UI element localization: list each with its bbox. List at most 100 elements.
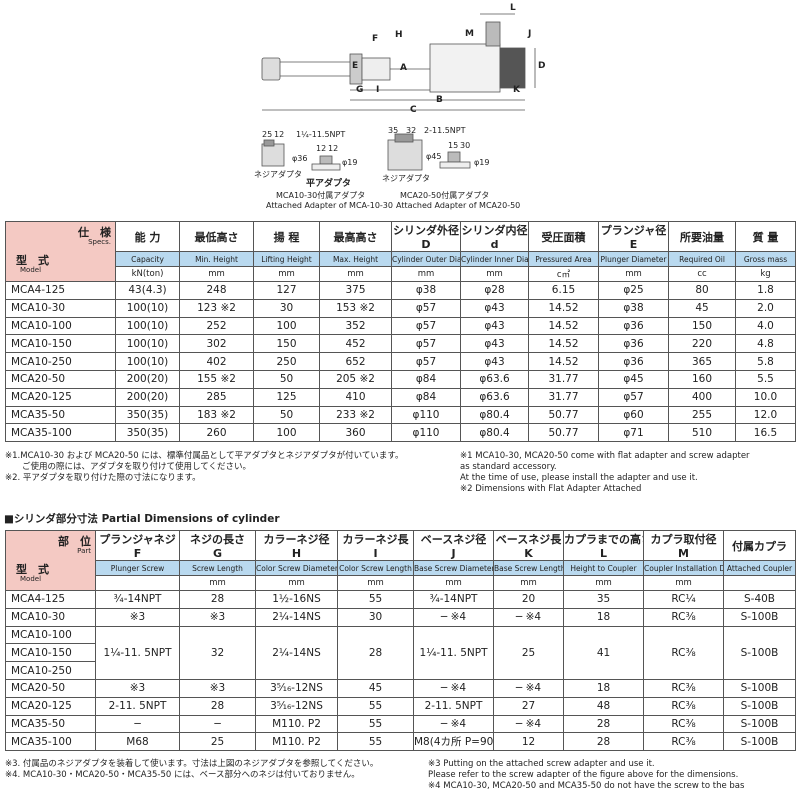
value-cell: φ63.6 xyxy=(460,369,529,389)
column-header-jp-text: 揚 程 xyxy=(273,230,300,244)
value-cell: 4.8 xyxy=(735,334,796,354)
corner-spec-en: Specs. xyxy=(88,238,111,246)
model-cell: MCA10-30 xyxy=(5,607,96,627)
value-cell: 27 xyxy=(493,696,564,716)
value-cell: φ43 xyxy=(460,316,529,336)
model-cell: MCA35-50 xyxy=(5,405,116,425)
note-en-line: ※1 MCA10-30, MCA20-50 come with flat ada… xyxy=(460,451,750,461)
column-header-jp-text: カラーネジ径 xyxy=(263,533,330,546)
column-header-unit: mm xyxy=(179,575,256,591)
value-cell: 252 xyxy=(179,316,254,336)
column-header-jp-text: プランジャ径 xyxy=(600,224,667,237)
value-cell: 80 xyxy=(668,281,736,300)
value-cell: ─ xyxy=(179,714,256,734)
column-header-en: Plunger Diameter xyxy=(598,251,669,267)
column-header-jp-text: ネジの長さ xyxy=(190,533,245,546)
adapter-left-dim-3: 1¼-11.5NPT xyxy=(296,130,346,139)
value-cell: 25 xyxy=(493,625,564,680)
dim-label-B: B xyxy=(436,95,443,105)
value-cell: φ43 xyxy=(460,334,529,354)
value-cell: 2-11. 5NPT xyxy=(95,696,180,716)
value-cell: S-100B xyxy=(723,625,796,680)
column-header-jp-text: 付属カプラ xyxy=(732,539,787,553)
column-header-letter: F xyxy=(133,547,142,560)
value-cell: 302 xyxy=(179,334,254,354)
column-header-en: Required Oil xyxy=(668,251,736,267)
adapter-left-dim-4: 12 xyxy=(316,144,327,153)
dim-label-C: C xyxy=(410,105,417,115)
column-header-jp: 最低高さ xyxy=(179,221,254,252)
value-cell: 200(20) xyxy=(115,369,180,389)
column-header-unit: kN(ton) xyxy=(115,266,180,282)
value-cell: 28 xyxy=(563,732,644,752)
corner-model-en: Model xyxy=(20,266,42,274)
value-cell: 375 xyxy=(319,281,392,300)
value-cell: 350(35) xyxy=(115,405,180,425)
column-header-unit: mm xyxy=(598,266,669,282)
value-cell: φ57 xyxy=(391,298,461,318)
value-cell: 255 xyxy=(668,405,736,425)
value-cell: 50.77 xyxy=(528,405,599,425)
value-cell: 365 xyxy=(668,352,736,371)
note-jp-line: ※4. MCA10-30・MCA20-50・MCA35-50 には、ベース部分へ… xyxy=(5,770,360,780)
value-cell: 28 xyxy=(337,625,414,680)
column-header-en: Coupler Installation Diameter xyxy=(643,560,724,576)
column-header-jp-text: ベースネジ径 xyxy=(420,533,487,546)
value-cell: 14.52 xyxy=(528,352,599,371)
adapter-left-dim-7: φ19 xyxy=(342,158,358,167)
corner-spec-jp: 仕 様 xyxy=(78,226,111,239)
table-row: MCA10-250 xyxy=(5,661,796,680)
adapter-left-dim-1: 25 xyxy=(262,130,273,139)
column-header-jp: 最高高さ xyxy=(319,221,392,252)
value-cell: S-100B xyxy=(723,696,796,716)
adapter-right-dim-1: 35 xyxy=(388,126,399,135)
adapter-left-dim-5: 12 xyxy=(328,144,339,153)
flat-adapter-label: 平アダプタ xyxy=(306,179,352,189)
corner-model-jp: 型 式 xyxy=(16,563,49,576)
value-cell: 410 xyxy=(319,387,392,407)
value-cell: ※3 xyxy=(179,607,256,627)
column-header-unit: mm xyxy=(319,266,392,282)
column-header-unit: mm xyxy=(179,266,254,282)
value-cell: 31.77 xyxy=(528,387,599,407)
model-cell: MCA35-50 xyxy=(5,714,96,734)
value-cell: RC⅜ xyxy=(643,696,724,716)
value-cell: 6.15 xyxy=(528,281,599,300)
column-header-letter: G xyxy=(212,547,223,560)
model-cell: MCA20-50 xyxy=(5,678,96,698)
value-cell: 32 xyxy=(179,625,256,680)
value-cell: 153 ※2 xyxy=(319,298,392,318)
value-cell: φ84 xyxy=(391,369,461,389)
value-cell: 50.77 xyxy=(528,423,599,443)
column-header-jp-text: 受圧面積 xyxy=(541,230,586,244)
value-cell: φ36 xyxy=(598,352,669,371)
corner-spec-jp: 部 位 xyxy=(58,535,91,548)
column-header-unit: kg xyxy=(735,266,796,282)
column-header-unit: c㎡ xyxy=(528,266,599,282)
value-cell: 30 xyxy=(337,607,414,627)
value-cell: φ57 xyxy=(391,334,461,354)
dim-label-J: J xyxy=(528,29,532,39)
notes-1-en: ※1 MCA10-30, MCA20-50 come with flat ada… xyxy=(460,451,750,495)
value-cell: 45 xyxy=(668,298,736,318)
column-header-jp-text: プランジャネジ xyxy=(99,533,176,546)
note-en-line: ※2 Dimensions with Flat Adapter Attached xyxy=(460,484,642,494)
notes-2-jp: ※3. 付属品のネジアダプタを装着して使います。寸法は上図のネジアダプタを参照し… xyxy=(5,759,378,781)
column-header-unit: mm xyxy=(391,266,461,282)
value-cell: 2¼-14NS xyxy=(255,607,338,627)
adapter-right-dim-5: 30 xyxy=(460,141,471,150)
value-cell: 14.52 xyxy=(528,316,599,336)
note-jp-line: ※2. 平アダプタを取り付けた際の寸法になります。 xyxy=(5,473,201,483)
column-header-jp: 質 量 xyxy=(735,221,796,252)
value-cell: 25 xyxy=(179,732,256,752)
value-cell: 100(10) xyxy=(115,352,180,371)
column-header-letter: D xyxy=(421,238,431,251)
